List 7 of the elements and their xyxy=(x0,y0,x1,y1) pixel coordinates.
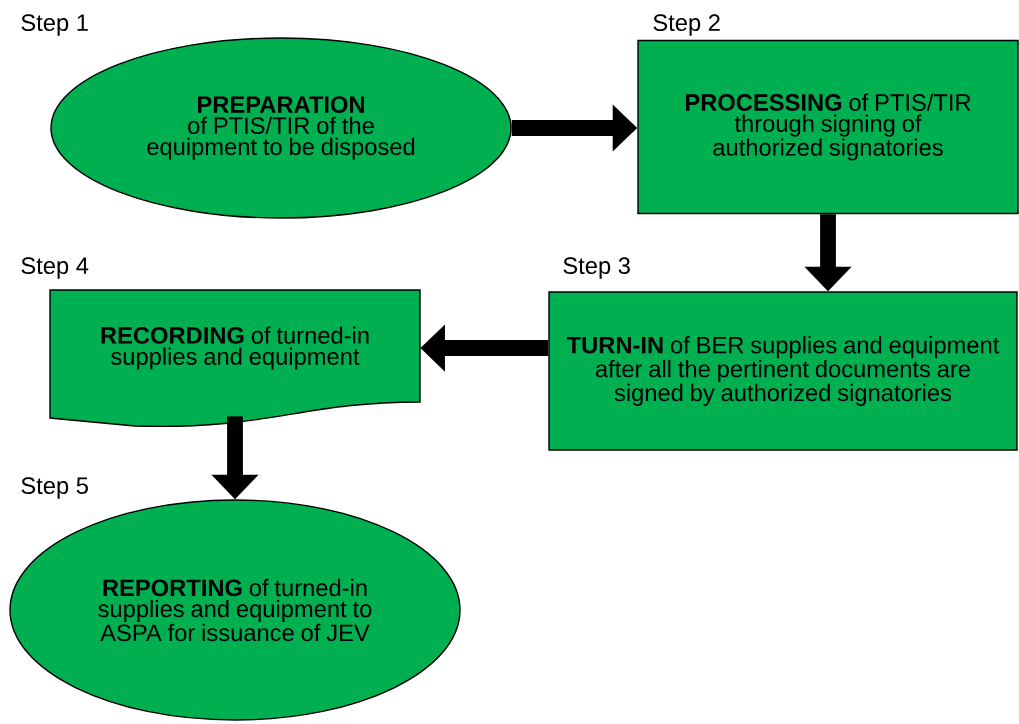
step-label: Step 2 xyxy=(653,14,720,36)
step-label: Step 1 xyxy=(21,14,88,36)
step-label: Step 3 xyxy=(563,257,630,279)
step-label: Step 5 xyxy=(21,477,88,499)
process-box: PROCESSING of PTIS/TIR through signing of authorized signatories xyxy=(637,39,1019,215)
step-label: Step 4 xyxy=(21,257,89,279)
process-box: TURN-IN of BER supplies and equipment after all the pertinent documents are signed by authorized signatories xyxy=(548,291,1018,451)
